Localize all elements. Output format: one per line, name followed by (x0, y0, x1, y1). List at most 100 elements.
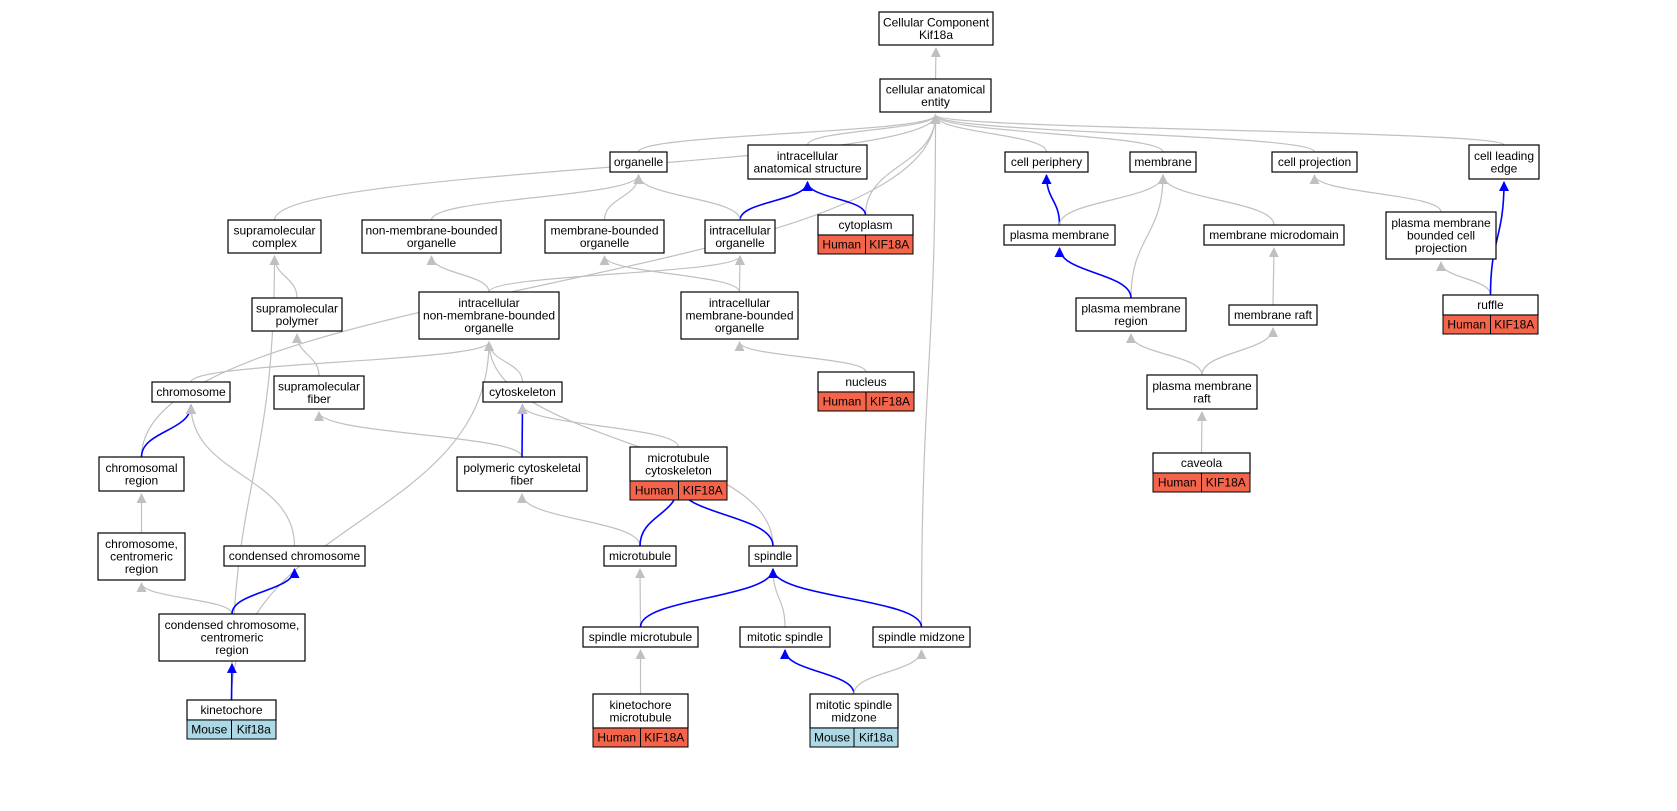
node-condchr[interactable]: condensed chromosome (223, 545, 366, 567)
edge-mmd-to-membrane (1158, 174, 1275, 226)
node-label: cell periphery (1011, 155, 1082, 169)
node-label: cytoskeleton (645, 463, 712, 477)
gene-label: KIF18A (1494, 318, 1534, 332)
node-mraft[interactable]: membrane raft (1228, 304, 1318, 326)
node-box (680, 291, 799, 340)
gene-label: KIF18A (870, 395, 910, 409)
node-label: Kif18a (919, 28, 953, 42)
node-box (98, 456, 185, 492)
node-label: condensed chromosome, (165, 618, 300, 632)
node-smt[interactable]: spindle microtubule (582, 626, 699, 648)
gene-label: KIF18A (683, 484, 723, 498)
node-chromosome[interactable]: chromosome (151, 381, 231, 403)
node-box (879, 78, 992, 113)
organism-label: Human (822, 238, 861, 252)
node-mitsp[interactable]: mitotic spindle (739, 626, 831, 648)
node-microtubule[interactable]: microtubule (603, 545, 677, 567)
node-label: chromosomal (105, 461, 177, 475)
node-label: spindle midzone (878, 630, 965, 644)
node-cellper[interactable]: cell periphery (1004, 151, 1089, 173)
gene-label: KIF18A (869, 238, 909, 252)
node-organelle[interactable]: organelle (609, 151, 668, 173)
node-box (151, 381, 231, 403)
node-box (1228, 304, 1318, 326)
node-label: centromeric (201, 631, 264, 645)
gene-label: Kif18a (237, 723, 271, 737)
node-label: intracellular (709, 296, 770, 310)
node-cellproj[interactable]: cell projection (1271, 151, 1358, 173)
node-label: polymeric cytoskeletal (463, 461, 580, 475)
edge-spindle-to-inmbo (484, 341, 774, 547)
gene-label: Kif18a (859, 731, 893, 745)
node-label: intracellular (777, 149, 838, 163)
edge-ruffle-to-pmbcp (1436, 261, 1492, 296)
edge-chrreg-to-chromosome (140, 404, 196, 458)
node-label: Cellular Component (883, 15, 990, 29)
edge-nucleus-to-imbo (734, 341, 867, 373)
node-label: centromeric (110, 550, 173, 564)
edge-spmid-to-spindle (768, 568, 923, 628)
gene-label: KIF18A (1206, 476, 1246, 490)
edge-mraft-to-mmd (1268, 247, 1279, 306)
node-box (227, 219, 322, 254)
node-label: complex (252, 236, 297, 250)
node-box (544, 219, 665, 254)
node-label: plasma membrane (1010, 228, 1110, 242)
node-box (1075, 297, 1187, 332)
node-mmd[interactable]: membrane microdomain (1203, 224, 1345, 246)
node-spindle[interactable]: spindle (748, 545, 798, 567)
node-label: edge (1491, 161, 1518, 175)
node-spmid[interactable]: spindle midzone (872, 626, 971, 648)
organism-label: Human (635, 484, 674, 498)
node-label: polymer (276, 314, 319, 328)
node-label: kinetochore (609, 698, 671, 712)
node-label: plasma membrane (1391, 216, 1491, 230)
edge-io-to-organelle (633, 174, 741, 221)
node-box (609, 151, 668, 173)
node-label: organelle (715, 321, 765, 335)
node-inmbo[interactable]: intracellularnon-membrane-boundedorganel… (418, 291, 560, 340)
node-label: supramolecular (233, 223, 315, 237)
node-cytoskeleton[interactable]: cytoskeleton (482, 381, 563, 403)
gene-cell (865, 391, 915, 412)
node-membrane[interactable]: membrane (1129, 151, 1197, 173)
node-label: cell leading (1474, 149, 1534, 163)
edge-pcf-to-cytoskeleton (517, 404, 528, 458)
node-pm[interactable]: plasma membrane (1003, 224, 1116, 246)
edge-io-to-ias (739, 181, 813, 221)
node-label: kinetochore (200, 703, 262, 717)
edge-cellproj-to-cae (930, 114, 1316, 153)
node-box (1146, 374, 1258, 410)
organism-label: Mouse (814, 731, 850, 745)
edge-microtubule-to-pcf (517, 493, 641, 547)
